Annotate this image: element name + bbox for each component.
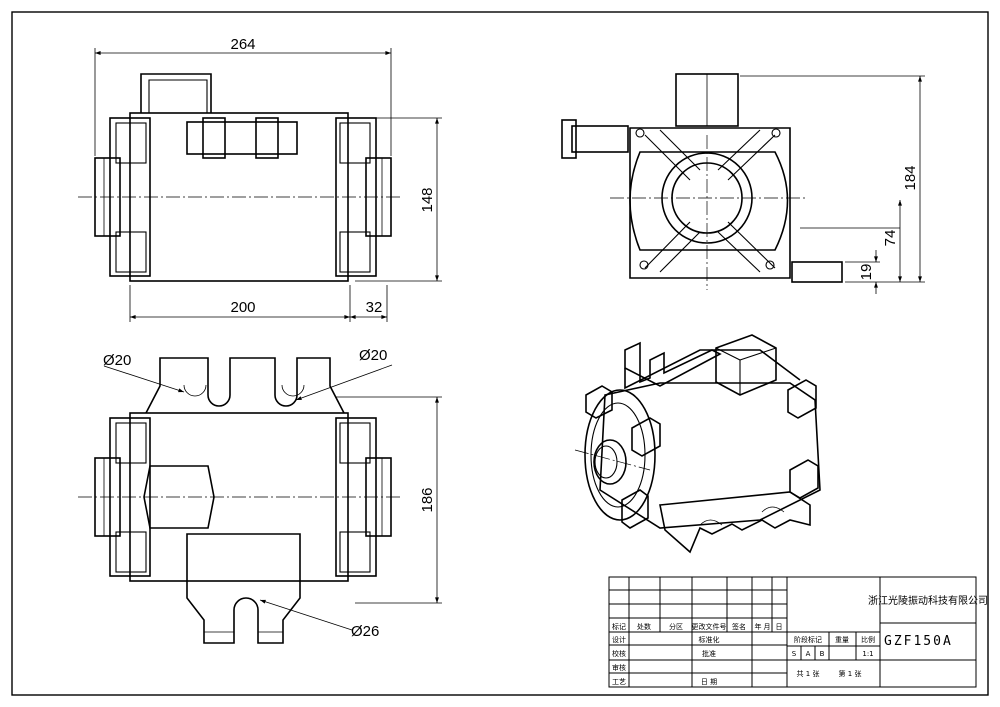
tb-stage-label: 阶段标记 — [794, 635, 822, 644]
dim-overall-width: 264 — [230, 36, 255, 53]
tb-header-6: 月 — [764, 623, 771, 631]
tb-sheets: 共 1 张 — [797, 669, 820, 678]
tb-header-4: 签名 — [732, 622, 746, 631]
dim-foot: 19 — [858, 264, 875, 281]
tb-stage-a: A — [806, 650, 811, 658]
company-name: 浙江光陵振动科技有限公司 — [868, 594, 988, 607]
tb-stage-b: B — [820, 650, 825, 658]
side-view: 184 74 19 — [561, 73, 925, 294]
dim-hole-right: Ø20 — [359, 347, 387, 364]
top-view: Ø20 Ø20 186 Ø26 — [78, 347, 442, 644]
tb-scale-value: 1:1 — [862, 650, 873, 658]
dim-bottom-hole: Ø26 — [351, 623, 379, 640]
dim-hole-left: Ø20 — [103, 352, 131, 369]
tb-check: 校核 — [612, 649, 626, 658]
tb-header-5: 年 — [755, 622, 762, 631]
dim-mount-height: 74 — [882, 230, 899, 247]
tb-header-3: 更改文件号 — [692, 622, 727, 631]
dim-overall-height: 184 — [902, 165, 919, 190]
dim-base-length: 200 — [230, 299, 255, 316]
tb-header-7: 日 — [776, 623, 783, 631]
front-view: 264 148 200 32 — [78, 36, 442, 322]
tb-stage-s: S — [792, 650, 797, 658]
tb-approve: 批准 — [702, 649, 716, 658]
tb-sheet-no: 第 1 张 — [839, 669, 862, 678]
drawing-border — [11, 11, 989, 696]
tb-header-1: 处数 — [637, 622, 651, 631]
tb-standard: 标准化 — [699, 635, 720, 644]
tb-review: 审核 — [612, 663, 626, 672]
tb-process: 工艺 — [612, 678, 626, 686]
dim-flange: 32 — [366, 299, 383, 316]
dim-depth: 186 — [419, 487, 436, 512]
isometric-view — [574, 334, 821, 554]
dim-front-height: 148 — [419, 187, 436, 212]
tb-date: 日 期 — [701, 678, 717, 686]
tb-scale-label: 比例 — [861, 635, 875, 644]
title-block: 标记 处数 分区 更改文件号 签名 年 月 日 设计 标准化 校核 批准 审核 … — [608, 576, 988, 688]
model-number: GZF150A — [884, 634, 953, 649]
tb-header-0: 标记 — [612, 622, 626, 631]
tb-design: 设计 — [612, 635, 626, 644]
tb-weight-label: 重量 — [835, 636, 849, 644]
tb-header-2: 分区 — [669, 622, 683, 631]
